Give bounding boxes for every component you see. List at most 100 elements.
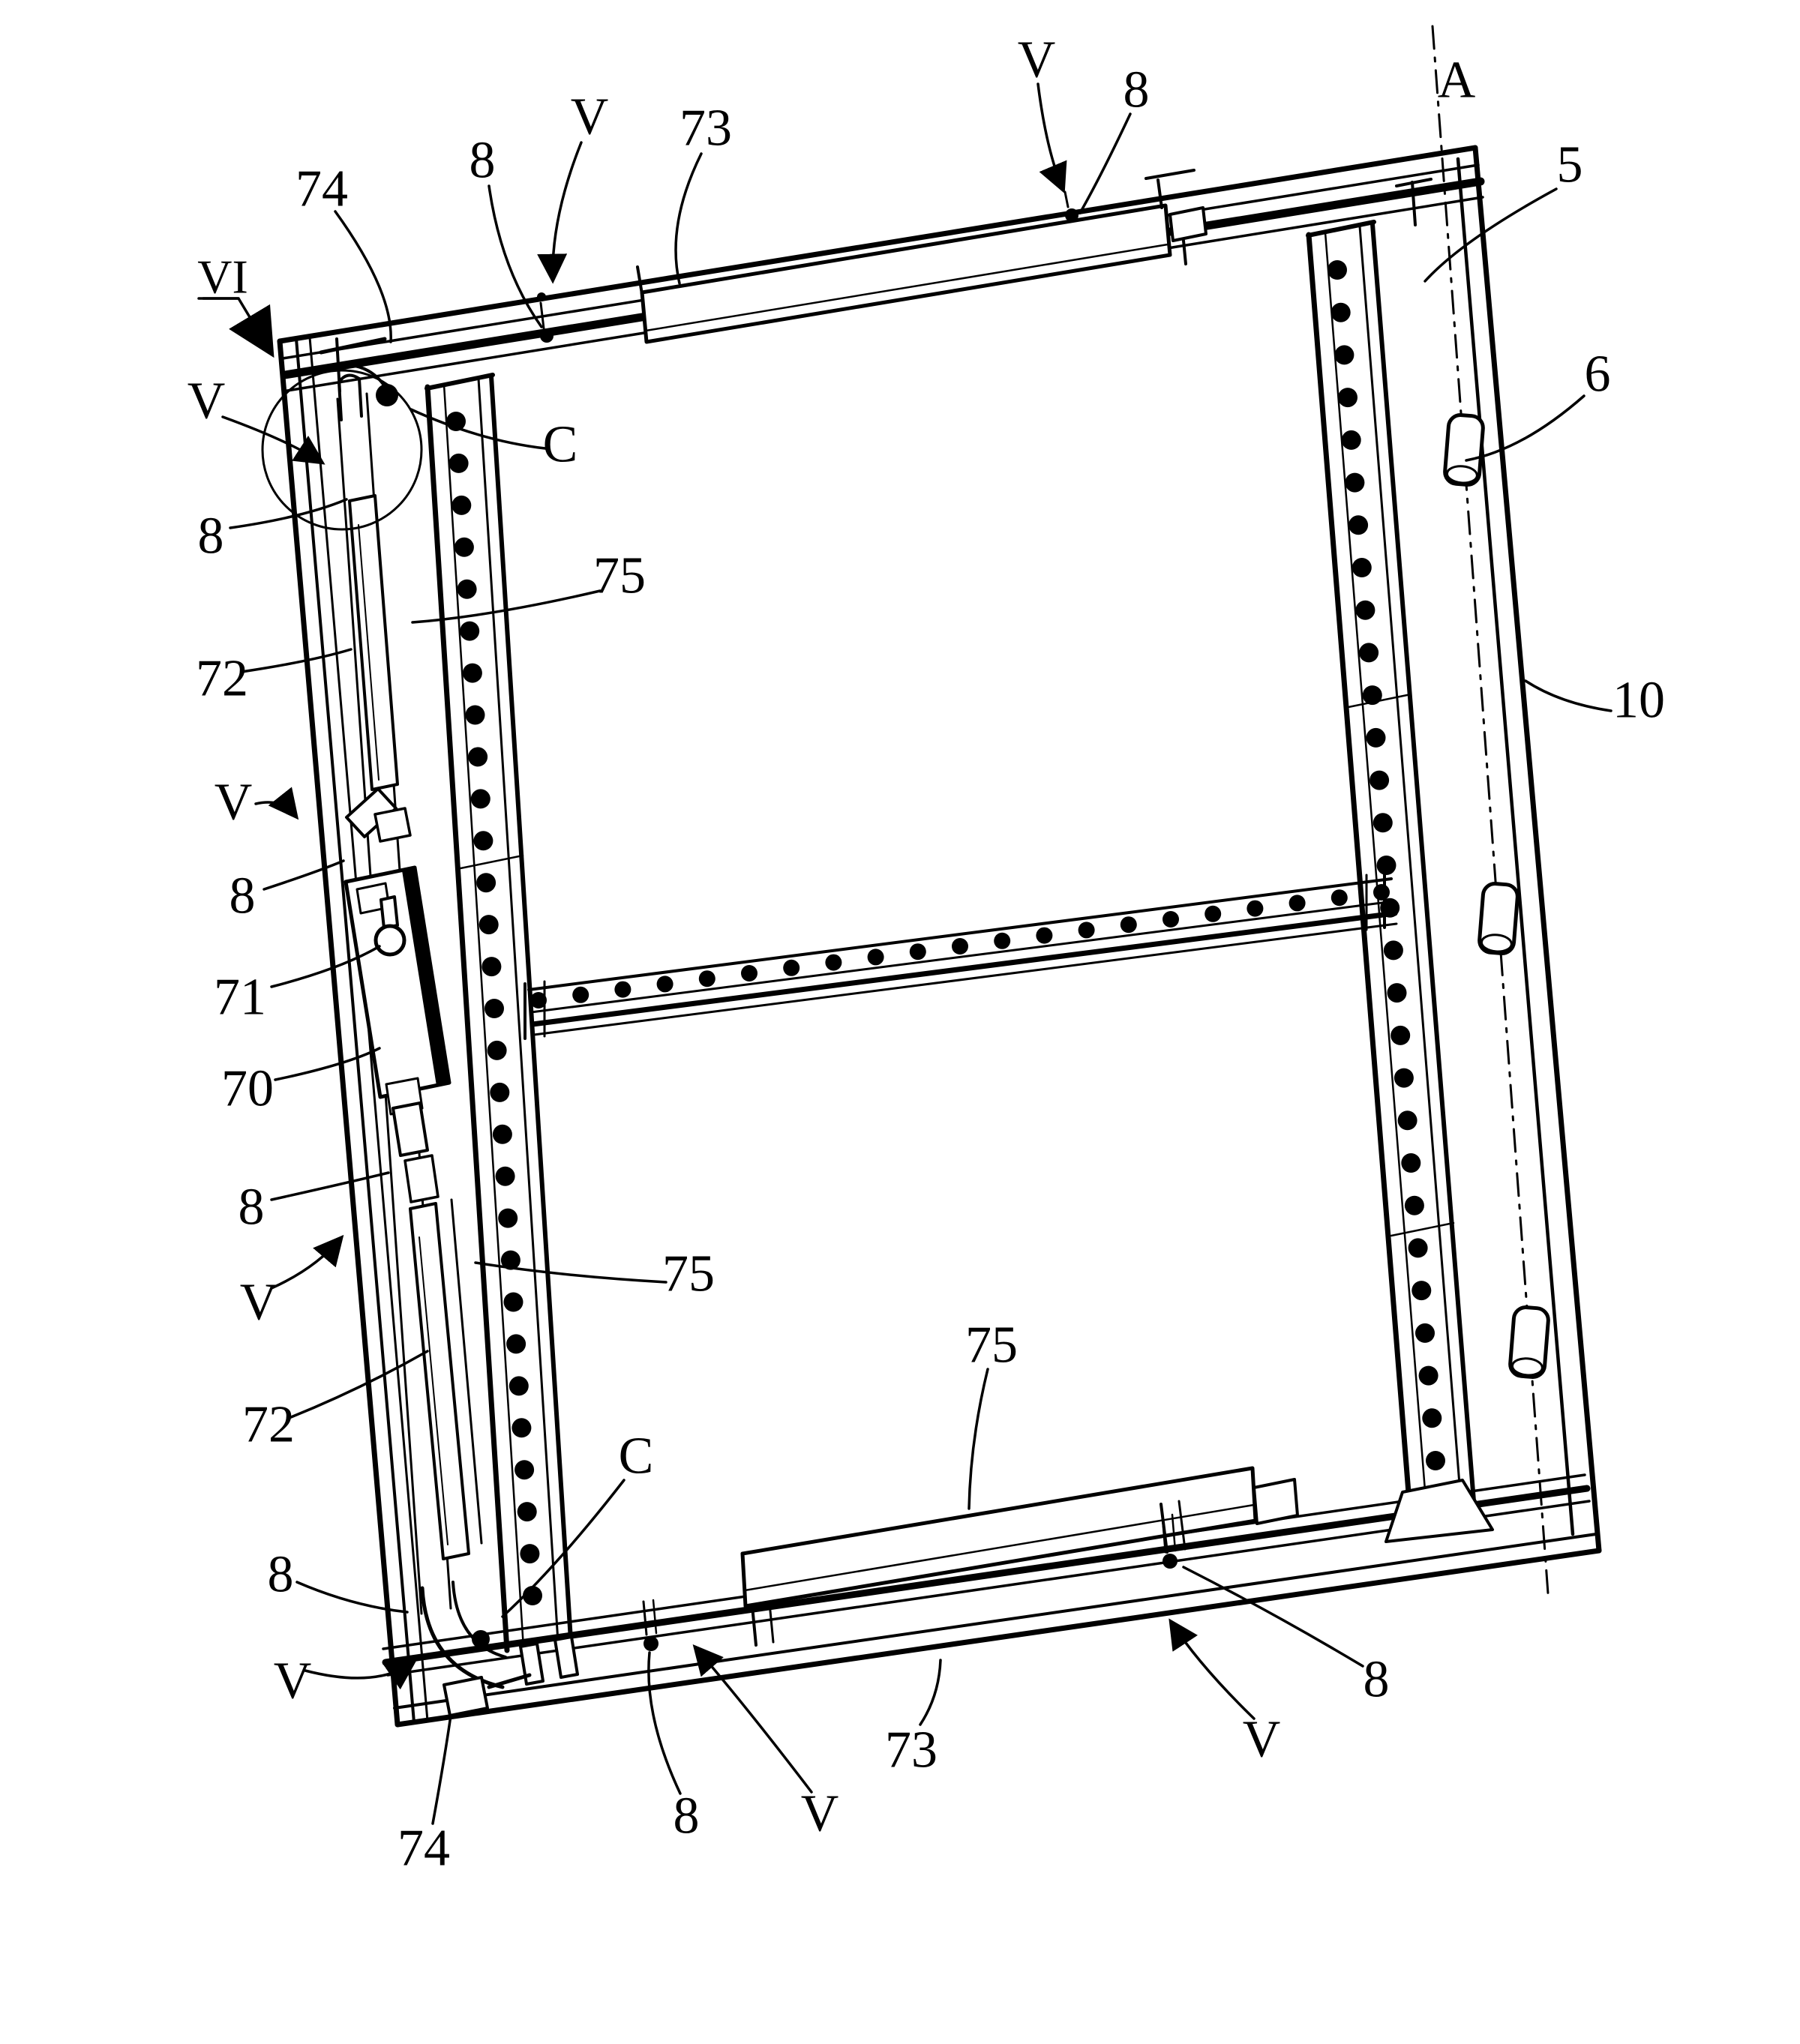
connecting-plate-72-lower	[409, 1202, 470, 1560]
ref-8-left-mid-label: 8	[230, 868, 256, 925]
right-rail-right-edge	[1370, 222, 1476, 1503]
ref-a-axis-label: A	[1438, 52, 1476, 109]
cross-member-thick-line	[530, 910, 1398, 1027]
perforated-rail-right	[1306, 220, 1494, 1543]
ref-72-lower-leader	[290, 1350, 429, 1419]
right-rail-dots-dot	[1341, 430, 1361, 450]
cross-member-dots-dot	[656, 976, 674, 993]
ref-8-left-lower-leader	[270, 1171, 390, 1201]
frame-bottom-outer-edge	[394, 1548, 1602, 1728]
corner-drive-pivot-C-top	[376, 384, 398, 406]
ref-v-bottom-mid-leader	[692, 1644, 813, 1794]
cross-member-dots-dot	[994, 932, 1011, 949]
ref-v-left-mid-label: V	[214, 774, 253, 832]
hinge-axis-line-A	[1431, 25, 1550, 1595]
bottom-bar-75-right-bracket-2	[1178, 1500, 1186, 1551]
ref-v-left-mid-leader	[254, 787, 299, 820]
right-rail-top-cap	[1306, 220, 1376, 238]
left-rail-right-edge	[489, 374, 573, 1642]
right-rail-dots-dot	[1345, 472, 1365, 493]
left-rail-dots-dot	[508, 1376, 529, 1396]
ref-72-lower-label: 72	[242, 1396, 295, 1454]
left-rail-left-edge	[424, 384, 510, 1653]
lock-case-70-shadow-band	[402, 868, 449, 1086]
ref-5-frame-label: 5	[1557, 136, 1583, 194]
hinge-roller-6-bottom	[1508, 1305, 1550, 1379]
left-lock-assembly	[319, 337, 532, 1717]
left-rail-top-cap	[424, 373, 495, 391]
cross-member-top-line	[527, 877, 1393, 991]
ref-v-top-left-leader	[537, 141, 583, 284]
left-rail-foot-prong-1	[519, 1642, 544, 1686]
screw-8-bottom-right-stem	[1161, 1515, 1167, 1554]
hinge-roller-6-middle-end-face	[1480, 934, 1513, 953]
connecting-plate-72-upper-line	[358, 524, 380, 781]
ref-v-top-right-label: V	[1018, 31, 1056, 89]
right-rail-right-inner-edge	[1358, 225, 1462, 1505]
right-rail-dots-dot	[1370, 770, 1390, 790]
right-rail-dots-dot	[1330, 302, 1351, 322]
ref-8-left-upper-leader	[229, 498, 348, 529]
screw-8-top-right-ball	[1065, 208, 1078, 222]
cross-member-dots-dot	[1330, 889, 1348, 907]
ref-70-lockcase-leader	[274, 1047, 381, 1081]
top-rail-corner-bracket-pin	[1411, 181, 1417, 226]
hinge-roller-6-middle	[1478, 882, 1520, 955]
ref-75-left-lower-leader	[474, 1261, 668, 1284]
right-rail-dots-dot	[1418, 1365, 1438, 1386]
left-rail-dots-dot	[468, 747, 488, 767]
left-rail-dots-dot	[512, 1418, 532, 1438]
ref-8-bottom-right-label: 8	[1364, 1651, 1390, 1709]
ref-75-left-upper-leader	[411, 589, 602, 624]
left-rail-dots-dot	[448, 453, 469, 473]
screw-8-bottom-right-ball	[1162, 1554, 1178, 1569]
bottom-bar-75-left-bracket	[751, 1605, 758, 1647]
ref-8-top-left-leader	[488, 184, 543, 328]
right-rail-dots-dot	[1401, 1153, 1421, 1173]
left-rail-dots-dot	[498, 1208, 518, 1228]
left-rail-dots-dot	[503, 1292, 524, 1312]
ref-v-top-left-label: V	[571, 88, 609, 146]
right-rail-dots-dot	[1348, 515, 1369, 535]
frame-right-inner-line-5	[1456, 157, 1575, 1536]
screw-8-top-left-ball	[540, 329, 554, 343]
left-rail-dots-dot	[465, 705, 485, 725]
cross-member-bottom-line	[532, 922, 1398, 1036]
keyhole-71-circle	[374, 924, 406, 957]
right-rail-dots-dot	[1387, 983, 1407, 1003]
left-rail-dots-dot	[520, 1544, 540, 1564]
left-rail-dots-dot	[462, 663, 482, 683]
top-bar-75-end-extension	[1168, 206, 1208, 242]
hinge-roller-6-top-end-face	[1445, 465, 1478, 484]
right-rail-dots-dot	[1355, 600, 1376, 620]
left-rail-dots-dot	[454, 537, 474, 557]
screw-8-top-left-head	[537, 292, 546, 301]
cross-member-dots-dot	[1120, 916, 1137, 934]
frame-top-outer-edge	[277, 145, 1478, 344]
perforated-rail-left	[424, 373, 579, 1686]
frame-bottom-inner-line	[393, 1533, 1598, 1710]
ref-8-bottom-mid-label: 8	[674, 1788, 700, 1845]
cross-member-dots-dot	[867, 949, 884, 966]
right-rail-dots-dot	[1366, 727, 1386, 748]
ref-71-cylinder-leader	[270, 945, 381, 988]
ref-71-cylinder-label: 71	[214, 969, 266, 1026]
screw-8-top-right-stem	[1064, 190, 1070, 208]
right-rail-dots-dot	[1362, 685, 1382, 706]
left-rail-dots-dot	[487, 1040, 507, 1060]
ref-v-bottom-right-leader	[1168, 1618, 1256, 1720]
coupling-block-lower-2	[404, 1154, 440, 1203]
bottom-bar-75-end-extension	[1252, 1478, 1299, 1525]
left-rail-foot-prong-2	[554, 1635, 579, 1679]
corner-drive-pivot-C-bottom	[472, 1630, 490, 1648]
connecting-plate-72-lower-line	[418, 1236, 448, 1545]
top-bar-75-right-hanger	[1156, 178, 1163, 209]
top-bar-75-profile-line	[644, 243, 1169, 332]
right-rail-dots-dot	[1338, 388, 1358, 408]
ref-72-upper-leader	[240, 648, 352, 673]
right-rail-dots-dot	[1383, 940, 1403, 961]
ref-75-left-lower-label: 75	[662, 1245, 715, 1303]
left-rail-dots-dot	[482, 957, 502, 977]
